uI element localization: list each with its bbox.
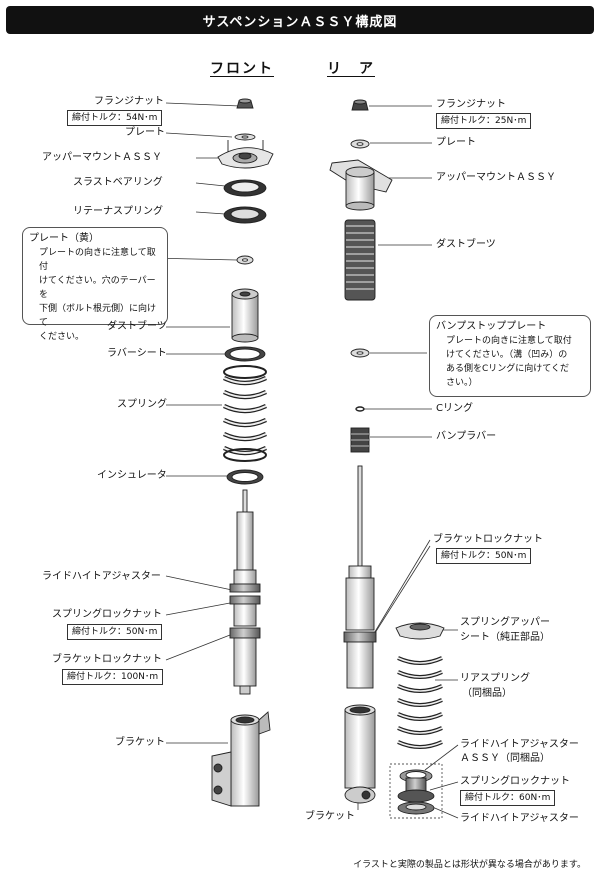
rear-note-line: さい。） [446, 378, 478, 388]
rear-ride-height-adjuster-assy-label: ライドハイトアジャスター [460, 739, 579, 750]
rear-note-line: けてください。（溝（凹み）の [446, 350, 568, 360]
front-spring-lock-nut-label: スプリングロックナット [52, 609, 162, 620]
rear-flange-nut-label: フランジナット [436, 99, 506, 110]
front-note-line: けてください。穴のテーパーを [39, 276, 156, 300]
front-flange-nut-torque: 締付トルク：54N･m [67, 110, 163, 126]
rear-bracket-label: ブラケット [305, 811, 355, 822]
rear-bracket-lock-nut-label: ブラケットロックナット [433, 534, 543, 545]
rear-note-line: プレートの向きに注意して取付 [446, 336, 572, 346]
front-spring-label: スプリング [117, 399, 167, 410]
front-plate-note: プレート（黄） プレートの向きに注意して取付 けてください。穴のテーパーを 下側… [22, 227, 168, 342]
rear-note-line: ある側をCリングに向けてくだ [446, 364, 570, 374]
front-rubber-sheet-label: ラバーシート [107, 348, 167, 359]
front-flange-nut-label: フランジナット [94, 96, 164, 107]
front-insulator-label: インシュレータ [97, 470, 167, 481]
rear-flange-nut-torque: 締付トルク：25N･m [436, 113, 532, 129]
front-plate-label: プレート [125, 127, 165, 138]
rear-spring-upper-seat-label-2: シート（純正部品） [460, 632, 550, 643]
rear-header: リ ア [327, 61, 375, 77]
rear-ride-height-adjuster-label: ライドハイトアジャスター [460, 813, 579, 824]
rear-spring-label: リアスプリング [460, 673, 530, 684]
front-bracket-lock-nut-torque: 締付トルク：100N･m [62, 669, 164, 685]
rear-bump-stop-note: バンプストッププレート プレートの向きに注意して取付 けてください。（溝（凹み）… [429, 315, 591, 397]
rear-spring-upper-seat-label: スプリングアッパー [460, 617, 550, 628]
rear-dust-boot-label: ダストブーツ [436, 239, 496, 250]
front-ride-height-adjuster-label: ライドハイトアジャスター [42, 571, 161, 582]
rear-upper-mount-label: アッパーマウントＡＳＳＹ [436, 172, 556, 183]
front-bracket-label: ブラケット [115, 737, 165, 748]
front-header: フロント [210, 61, 274, 77]
rear-plate-label: プレート [436, 137, 476, 148]
rear-spring-lock-nut-torque: 締付トルク：60N･m [460, 790, 556, 806]
front-spring-lock-nut-torque: 締付トルク：50N･m [67, 624, 163, 640]
front-note-title: プレート（黄） [29, 233, 99, 244]
rear-c-ring-label: Cリング [436, 403, 473, 414]
rear-ride-height-adjuster-assy-label-2: ＡＳＳＹ（同梱品） [460, 753, 550, 764]
rear-spring-lock-nut-label: スプリングロックナット [460, 776, 570, 787]
rear-bump-rubber-label: バンプラバー [436, 431, 497, 442]
rear-spring-label-2: （同梱品） [462, 688, 512, 699]
rear-note-title: バンプストッププレート [436, 321, 547, 332]
rear-bracket-lock-nut-torque: 締付トルク：50N･m [436, 548, 532, 564]
front-thrust-bearing-label: スラストベアリング [73, 177, 163, 188]
front-note-line: 下側（ボルト根元側）に向けて [39, 304, 157, 328]
front-note-line: ください。 [39, 332, 85, 342]
front-dust-boot-label: ダストブーツ [107, 321, 167, 332]
front-note-line: プレートの向きに注意して取付 [39, 248, 156, 272]
disclaimer-footer: イラストと実際の製品とは形状が異なる場合があります。 [353, 860, 586, 870]
front-bracket-lock-nut-label: ブラケットロックナット [52, 654, 162, 665]
front-upper-mount-label: アッパーマウントＡＳＳＹ [42, 152, 162, 163]
front-retainer-spring-label: リテーナスプリング [73, 206, 163, 217]
page-title: サスペンションＡＳＳＹ構成図 [6, 6, 594, 34]
